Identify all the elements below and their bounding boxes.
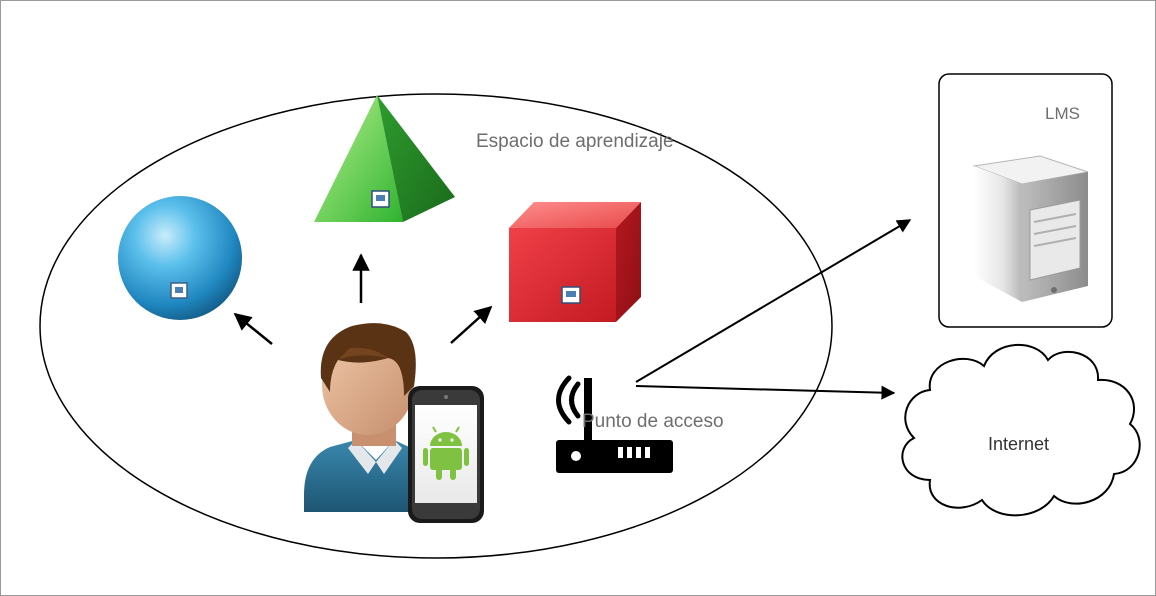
cube-tag-icon	[561, 286, 581, 304]
internet-label: Internet	[988, 434, 1050, 454]
sphere-tag-icon	[170, 282, 188, 299]
learning-space-label: Espacio de aprendizaje	[476, 131, 674, 152]
server-icon	[972, 155, 1089, 302]
user-icon	[304, 323, 440, 512]
lms-label: LMS	[1045, 104, 1080, 123]
internet-cloud	[901, 344, 1141, 517]
pyramid-object	[314, 95, 455, 222]
learning-space-ellipse	[39, 93, 833, 559]
arrow-user-to-sphere	[233, 312, 273, 345]
android-logo-icon	[423, 426, 469, 480]
arrow-ap-to-lms	[635, 219, 912, 383]
cube-object	[509, 202, 641, 322]
arrow-ap-to-internet	[635, 385, 896, 400]
access-point-label: Punto de acceso	[582, 411, 724, 432]
arrow-user-to-cube	[450, 305, 493, 344]
pyramid-tag-icon	[371, 190, 390, 208]
sphere-object	[118, 196, 242, 320]
access-point-icon	[556, 375, 673, 473]
android-phone-icon	[408, 386, 484, 523]
